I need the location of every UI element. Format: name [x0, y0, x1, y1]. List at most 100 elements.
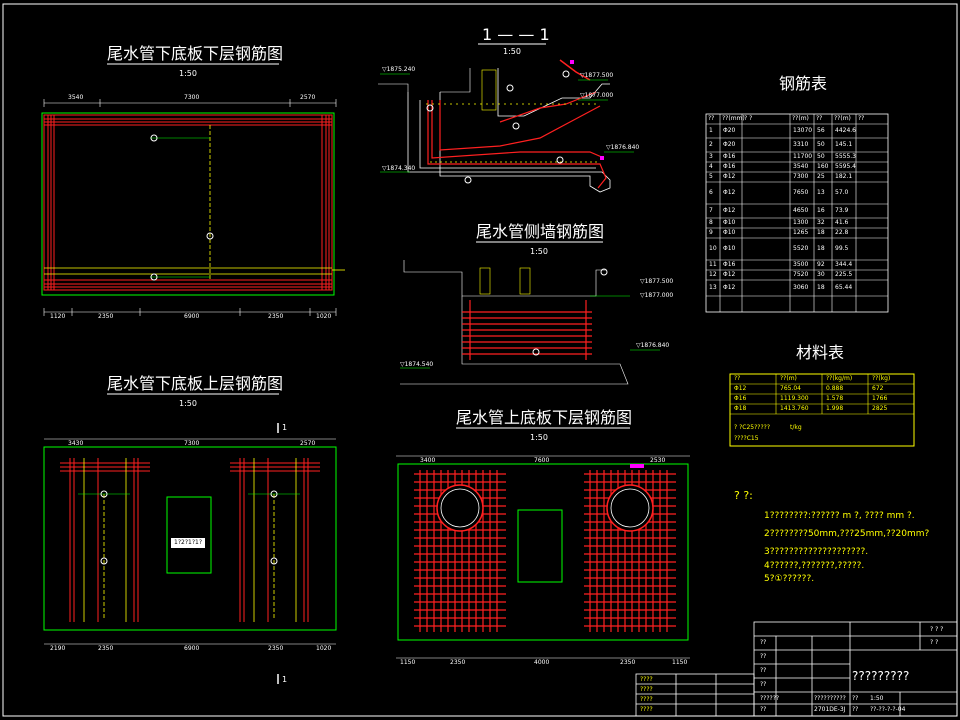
rebar-cell: Φ20 — [723, 141, 736, 148]
material-cell: 1119.300 — [780, 395, 809, 402]
rebar-cell: 30 — [817, 271, 825, 278]
rebar-cell: 7520 — [793, 271, 809, 278]
title-block-row-4: ?? — [760, 681, 767, 688]
title-block-title: ????????? — [852, 669, 910, 683]
section-mark-bottom: 1 — [282, 675, 288, 684]
rebar-cell: 8 — [709, 219, 713, 226]
view2-dim-bottom-1: 2190 — [50, 645, 66, 652]
view5-dim-top-1: 3400 — [420, 457, 436, 464]
material-header-cell: ??(kg) — [872, 375, 891, 382]
rebar-cell: 7 — [709, 207, 713, 214]
material-footer-1: ? ?C25????? — [734, 424, 771, 431]
rebar-cell: 2 — [709, 141, 713, 148]
view1-dim-bottom-5: 1020 — [316, 313, 332, 320]
rebar-cell: Φ10 — [723, 245, 736, 252]
rebar-header-cell: ? ? — [744, 115, 753, 122]
view-lower-slab-lower-layer — [41, 63, 345, 316]
rebar-header-cell: ?? — [708, 115, 715, 122]
rebar-cell: 1265 — [793, 229, 809, 236]
title-block-row-6: ?? — [852, 706, 859, 713]
view2-dim-top-2: 7300 — [184, 440, 200, 447]
rebar-cell: 3500 — [793, 261, 809, 268]
material-header-cell: ??(kg/m) — [826, 375, 853, 382]
rebar-cell: 225.5 — [835, 271, 853, 278]
material-footer-1-value: t/kg — [790, 424, 802, 431]
title-block-row-2: ?? — [760, 653, 767, 660]
material-cell: Φ12 — [734, 385, 747, 392]
rebar-cell: 13 — [709, 284, 717, 291]
rebar-cell: 3540 — [793, 163, 809, 170]
rebar-cell: 5520 — [793, 245, 809, 252]
rebar-cell: 41.6 — [835, 219, 849, 226]
view-upper-slab-lower-layer — [396, 427, 690, 659]
rebar-cell: 50 — [817, 141, 825, 148]
material-table-title: 材料表 — [796, 343, 845, 362]
rebar-cell: Φ20 — [723, 127, 736, 134]
elev-3: ▽1877.000 — [580, 92, 614, 99]
rebar-cell: Φ12 — [723, 284, 736, 291]
view4-title: 尾水管侧墙钢筋图 — [476, 222, 605, 241]
rebar-cell: Φ12 — [723, 271, 736, 278]
rebar-cell: 11 — [709, 261, 717, 268]
view-side-wall — [400, 241, 660, 385]
rebar-cell: 7650 — [793, 189, 809, 196]
title-block-scale-value: 1:50 — [870, 695, 884, 702]
rebar-cell: 13 — [817, 189, 825, 196]
view5-dim-bottom-4: 2350 — [620, 659, 636, 666]
rebar-header-cell: ??(m) — [792, 115, 809, 122]
note-line-5: 5?①??????. — [764, 574, 815, 584]
title-block-company: ?????????? — [814, 695, 846, 702]
title-block-sheet-no: ??-??-?-?-04 — [870, 706, 906, 713]
rebar-cell: 92 — [817, 261, 825, 268]
rebar-cell: 12 — [709, 271, 717, 278]
view2-center-label: 1?2?1?1? — [174, 539, 203, 546]
material-cell: Φ18 — [734, 405, 747, 412]
rebar-cell: Φ16 — [723, 153, 736, 160]
rebar-cell: 22.8 — [835, 229, 849, 236]
rebar-cell: 18 — [817, 229, 825, 236]
elev-4: ▽1874.340 — [382, 165, 416, 172]
view2-title: 尾水管下底板上层钢筋图 — [107, 374, 284, 393]
material-cell: Φ16 — [734, 395, 747, 402]
title-block-frame — [635, 621, 958, 717]
material-cell: 765.04 — [780, 385, 801, 392]
material-header-cell: ??(m) — [780, 375, 797, 382]
rebar-header-cell: ?? — [816, 115, 823, 122]
rebar-cell: Φ12 — [723, 189, 736, 196]
title-block-code: 2701DE-3J — [814, 706, 846, 713]
rebar-cell: 18 — [817, 245, 825, 252]
rebar-header-cell: ??(m) — [834, 115, 851, 122]
title-block-scale-label: ?? — [852, 695, 859, 702]
title-block-top-right: ? ? ? — [930, 626, 944, 633]
rebar-cell: 4650 — [793, 207, 809, 214]
note-line-3: 3????????????????????. — [764, 547, 869, 557]
rebar-cell: 4 — [709, 163, 713, 170]
material-header-cell: ?? — [734, 375, 741, 382]
view5-dim-top-3: 2530 — [650, 457, 666, 464]
left-box-4: ???? — [640, 706, 653, 713]
view5-dim-bottom-3: 4000 — [534, 659, 550, 666]
material-cell: 1766 — [872, 395, 888, 402]
rebar-cell: Φ10 — [723, 229, 736, 236]
view3-scale: 1:50 — [503, 47, 521, 56]
rebar-cell: 5555.3 — [835, 153, 856, 160]
view5-dim-bottom-2: 2350 — [450, 659, 466, 666]
material-footer-2: ????C15 — [734, 435, 759, 442]
rebar-cell: 25 — [817, 173, 825, 180]
rebar-cell: 5595.4 — [835, 163, 856, 170]
drawing-frame — [2, 3, 958, 717]
left-box-3: ???? — [640, 696, 653, 703]
rebar-cell: 13070 — [793, 127, 813, 134]
material-cell: 1.998 — [826, 405, 844, 412]
left-box-2: ???? — [640, 686, 653, 693]
elev-2: ▽1877.500 — [580, 72, 614, 79]
view2-dim-bottom-2: 2350 — [98, 645, 114, 652]
elev-7: ▽1877.000 — [640, 292, 674, 299]
title-block-drawn-label: ?????? — [760, 695, 780, 702]
rebar-cell: 50 — [817, 153, 825, 160]
rebar-cell: 4424.6 — [835, 127, 856, 134]
rebar-cell: 11700 — [793, 153, 813, 160]
rebar-cell: 3310 — [793, 141, 809, 148]
view3-title: 1 — — 1 — [482, 25, 550, 44]
view1-title: 尾水管下底板下层钢筋图 — [107, 44, 284, 63]
